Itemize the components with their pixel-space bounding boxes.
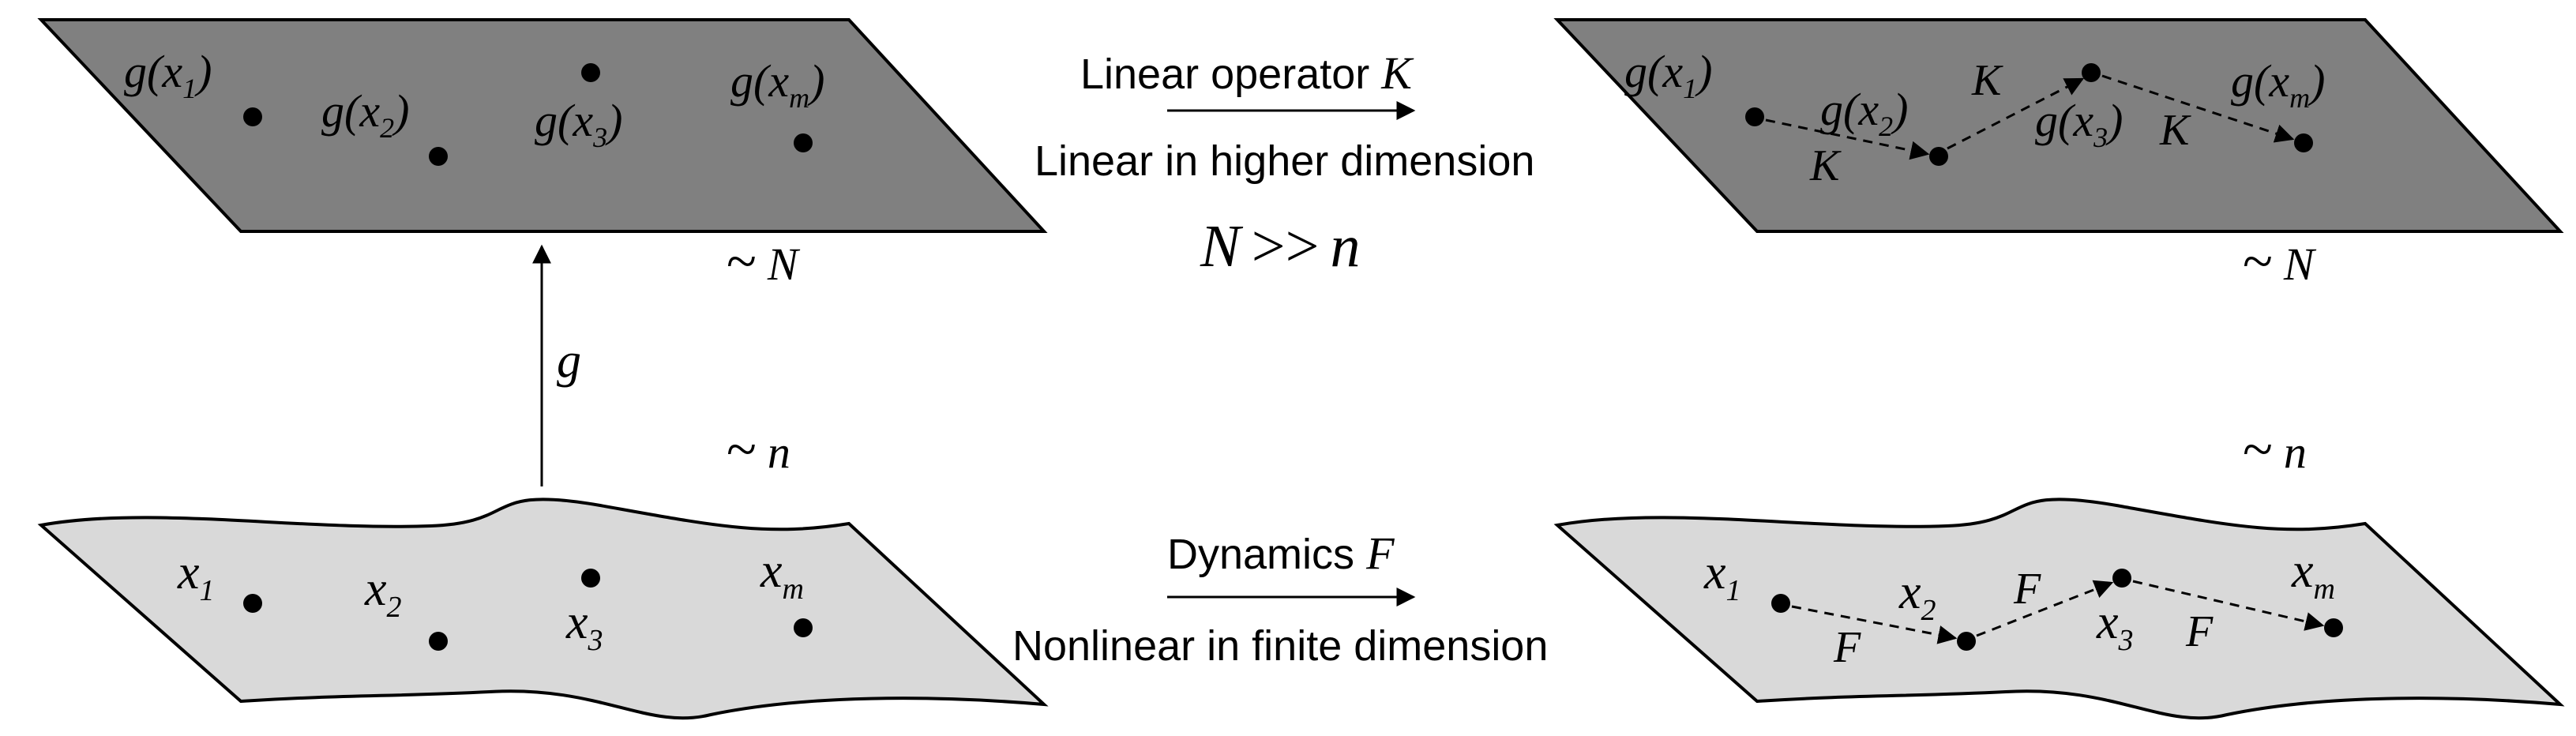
right-upper-point-m: [2294, 133, 2313, 152]
linear-caption: Linear in higher dimension: [1035, 137, 1534, 185]
right-upper-point-3: [2082, 63, 2101, 82]
left-lower-point-2: [429, 632, 448, 651]
left-lower-point-3: [581, 569, 600, 588]
dynamics-label: Dynamics F: [1167, 528, 1395, 579]
right-upper-label-g-x1: g(x1): [1624, 46, 1712, 104]
right-lower-point-2: [1957, 632, 1976, 651]
svg-text:g(xm): g(xm): [2231, 55, 2325, 114]
left-upper-point-2: [429, 147, 448, 166]
svg-text:g(x1): g(x1): [1624, 46, 1712, 104]
svg-text:g(x3): g(x3): [535, 95, 622, 153]
right-lower-label-x1: x1: [1703, 546, 1741, 607]
left-upper-point-3: [581, 63, 600, 82]
svg-text:x3: x3: [2096, 595, 2134, 657]
left-upper-label-g-xm: g(xm): [730, 55, 824, 114]
svg-text:g(x2): g(x2): [1820, 84, 1908, 142]
svg-text:x1: x1: [1703, 546, 1741, 607]
right-upper-point-1: [1745, 107, 1764, 126]
left-upper-label-g-x1: g(x1): [124, 46, 212, 104]
right-upper-point-2: [1929, 147, 1948, 166]
svg-text:g(xm): g(xm): [730, 55, 824, 114]
right-lower-point-1: [1771, 594, 1790, 613]
svg-text:xm: xm: [760, 544, 804, 606]
lift-label: g: [557, 334, 581, 388]
left-lower-point-m: [794, 618, 813, 637]
left-lower-point-1: [243, 594, 262, 613]
svg-text:g(x2): g(x2): [321, 85, 409, 144]
left-upper-label-g-x3: g(x3): [535, 95, 622, 153]
right-lower-label-x3: x3: [2096, 595, 2134, 657]
svg-text:x2: x2: [1898, 565, 1936, 627]
dynamics-step-arrow-1: [1791, 605, 1958, 644]
dynamics-step-arrow-2: [1976, 580, 2114, 637]
left-lower-label-x2: x2: [364, 562, 402, 624]
right-dim-low: ~n: [2243, 419, 2307, 480]
koopman-step-arrow-1: [1765, 118, 1930, 160]
koopman-step-label-3: K: [2159, 106, 2191, 155]
right-upper-plane: [1553, 18, 2564, 233]
svg-text:x2: x2: [364, 562, 402, 624]
left-lower-label-xm: xm: [760, 544, 804, 606]
left-upper-point-m: [794, 133, 813, 152]
right-upper-label-g-x3: g(x3): [2035, 95, 2123, 153]
left-upper-label-g-x2: g(x2): [321, 85, 409, 144]
dynamics-step-label-1: F: [1833, 623, 1861, 672]
left-dim-low: ~n: [727, 419, 790, 480]
svg-text:g(x3): g(x3): [2035, 95, 2123, 153]
svg-text:x3: x3: [565, 595, 603, 657]
right-lower-point-3: [2112, 569, 2131, 588]
right-dim-high: ~N: [2243, 231, 2317, 292]
left-lower-plane: [37, 498, 1049, 720]
right-lower-point-m: [2324, 618, 2343, 637]
left-upper-point-1: [243, 107, 262, 126]
svg-text:xm: xm: [2291, 544, 2335, 606]
koopman-step-label-2: K: [1971, 56, 2003, 105]
right-lower-plane: [1553, 498, 2565, 720]
right-upper-label-g-x2: g(x2): [1820, 84, 1908, 142]
dynamics-step-label-2: F: [2013, 565, 2041, 614]
dynamics-step-label-3: F: [2185, 607, 2214, 656]
left-upper-plane: [37, 18, 1048, 233]
koopman-step-arrow-2: [1947, 77, 2085, 150]
koopman-step-label-1: K: [1809, 141, 1842, 190]
right-lower-label-x2: x2: [1898, 565, 1936, 627]
dimension-relation: N>>n: [1200, 213, 1360, 280]
nonlinear-caption: Nonlinear in finite dimension: [1012, 622, 1548, 670]
svg-text:g(x1): g(x1): [124, 46, 212, 104]
svg-text:x1: x1: [177, 546, 215, 607]
right-lower-label-xm: xm: [2291, 544, 2335, 606]
left-dim-high: ~N: [727, 231, 801, 292]
left-lower-label-x1: x1: [177, 546, 215, 607]
left-lower-label-x3: x3: [565, 595, 603, 657]
right-upper-label-g-xm: g(xm): [2231, 55, 2325, 114]
linear-operator-label: Linear operator K: [1080, 47, 1414, 99]
koopman-step-arrow-3: [2101, 74, 2295, 143]
